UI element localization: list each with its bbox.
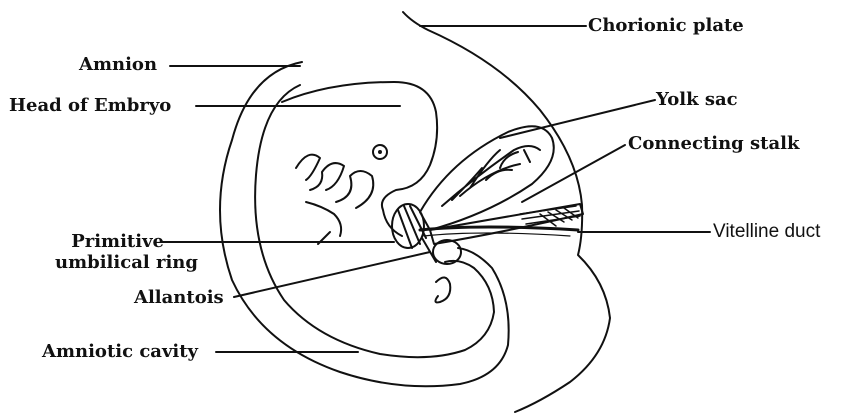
label-connecting-stalk: Connecting stalk <box>628 134 799 154</box>
label-head-of-embryo: Head of Embryo <box>9 96 171 116</box>
label-amniotic-cavity: Amniotic cavity <box>42 342 198 362</box>
label-chorionic-plate: Chorionic plate <box>588 16 744 36</box>
label-umbilical-ring-line: umbilical ring <box>55 252 198 273</box>
label-primitive-line: Primitive <box>60 231 164 252</box>
vitelline-duct-inner <box>424 233 570 236</box>
label-primitive-umbilical-ring: Primitive umbilical ring <box>60 231 198 273</box>
label-yolk-sac: Yolk sac <box>656 90 738 110</box>
pharyngeal-arches <box>296 155 373 208</box>
label-vitelline-duct: Vitelline duct <box>713 222 820 242</box>
vitelline-duct <box>420 227 578 230</box>
embryo-tail-curl <box>435 277 450 302</box>
connecting-stalk-outline <box>430 204 583 244</box>
leader-connecting-stalk <box>522 145 625 202</box>
label-allantois: Allantois <box>134 288 224 308</box>
label-amnion: Amnion <box>79 55 157 75</box>
yolk-sac-vessels <box>442 146 540 206</box>
limb-bud <box>306 202 341 244</box>
embryo-eye-pupil <box>378 150 382 154</box>
